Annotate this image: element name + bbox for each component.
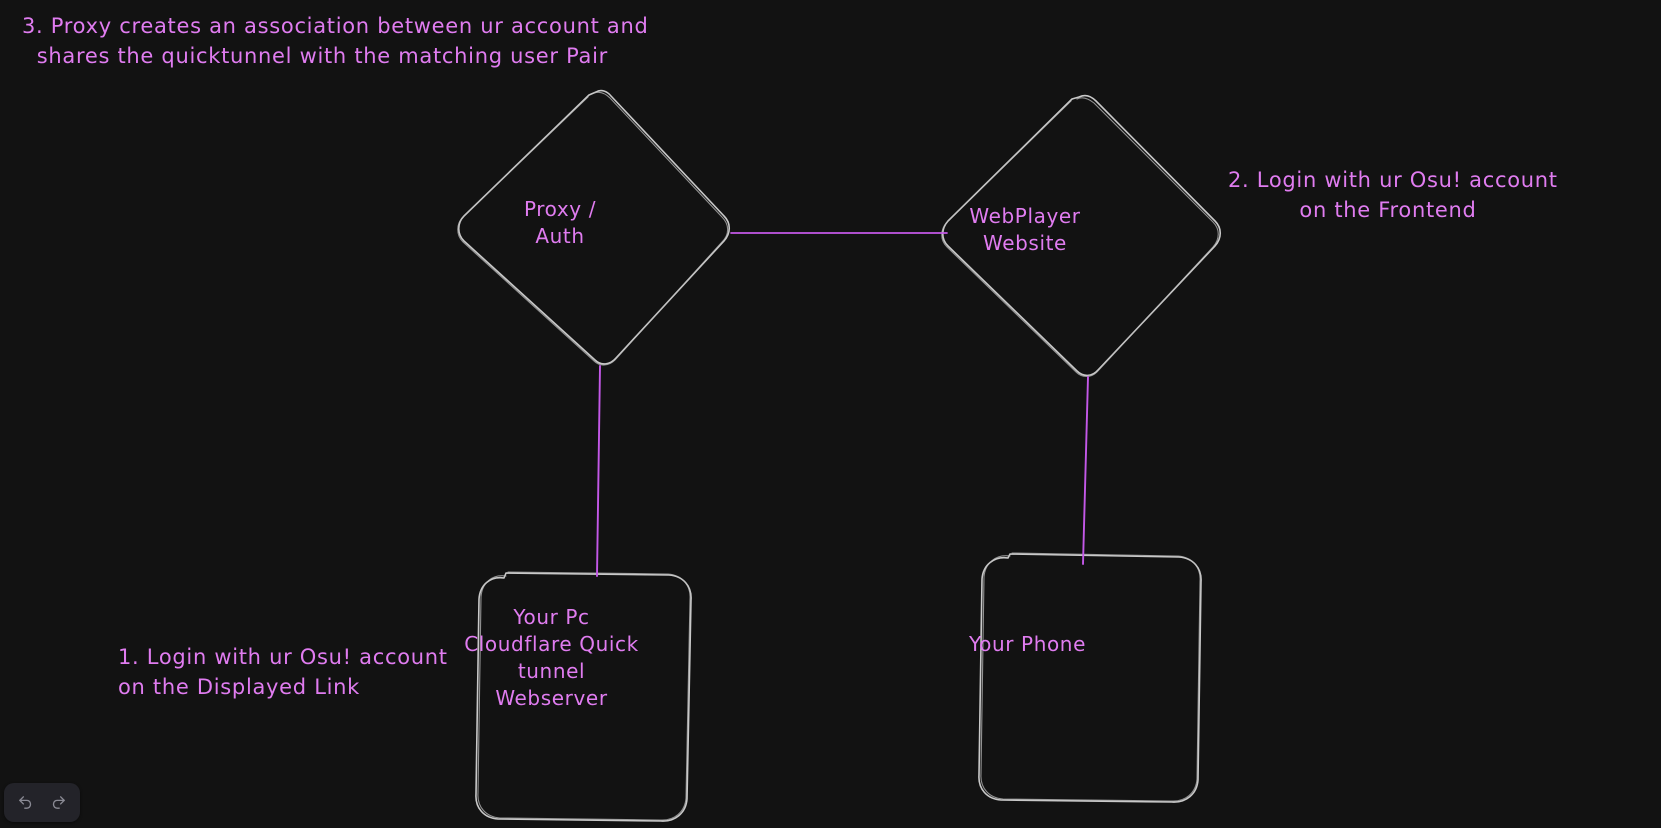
undo-button[interactable] — [10, 788, 41, 817]
connector-proxy-to-your-pc[interactable] — [596, 365, 601, 577]
history-toolbar — [4, 783, 80, 822]
shape-your-phone-rect[interactable] — [978, 552, 1202, 803]
shape-proxy-auth-diamond[interactable] — [457, 89, 731, 366]
shape-webplayer-diamond[interactable] — [941, 94, 1222, 378]
redo-button[interactable] — [43, 788, 74, 817]
shape-your-pc-rect[interactable] — [475, 571, 692, 822]
undo-arrow-icon — [17, 794, 34, 811]
connector-webplayer-to-your-phone[interactable] — [1082, 376, 1089, 565]
redo-arrow-icon — [50, 794, 67, 811]
